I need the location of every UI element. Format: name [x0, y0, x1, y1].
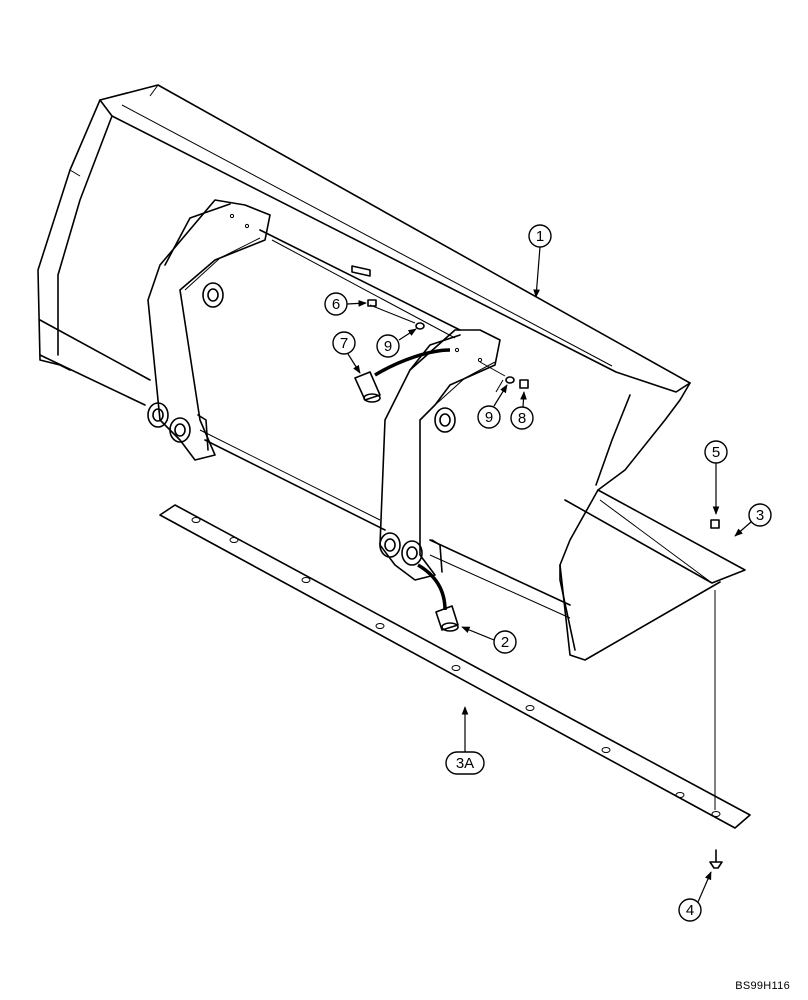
- svg-text:3A: 3A: [456, 755, 474, 772]
- svg-text:5: 5: [712, 444, 720, 461]
- callout-3: 3: [734, 503, 772, 537]
- svg-text:4: 4: [686, 902, 694, 919]
- callout-7: 7: [332, 331, 361, 374]
- bushing-part-7: [354, 348, 451, 403]
- left-hinge-bracket: [147, 199, 271, 461]
- nut-part-8: [519, 379, 529, 389]
- callout-3a: 3A: [445, 706, 485, 775]
- callout-1: 1: [528, 224, 552, 298]
- svg-text:7: 7: [340, 335, 348, 352]
- washer-part-9-upper: [415, 322, 425, 330]
- svg-text:6: 6: [332, 296, 340, 313]
- callout-9-lower: 9: [477, 384, 508, 429]
- right-hinge-bracket: [379, 329, 501, 581]
- bucket-assembly: [37, 84, 746, 661]
- callout-4: 4: [678, 871, 712, 922]
- bolt-part-6: [367, 299, 377, 307]
- center-hinge-area: [259, 229, 461, 339]
- svg-text:3: 3: [756, 507, 764, 524]
- callout-9-upper: 9: [376, 328, 417, 358]
- callout-8: 8: [510, 391, 534, 430]
- strip-holes: [191, 517, 721, 817]
- callout-6: 6: [324, 292, 367, 316]
- svg-text:8: 8: [518, 410, 526, 427]
- svg-text:2: 2: [501, 634, 509, 651]
- callout-5: 5: [704, 440, 728, 515]
- drawing-code: BS99H116: [735, 980, 790, 992]
- washer-part-9-lower: [505, 376, 515, 384]
- bolt-part-4: [709, 849, 723, 869]
- svg-text:9: 9: [485, 409, 493, 426]
- bushing-part-2: [417, 563, 459, 632]
- svg-text:1: 1: [536, 228, 544, 245]
- callout-2: 2: [461, 626, 517, 654]
- svg-text:9: 9: [384, 338, 392, 355]
- nut-part-5: [710, 519, 720, 529]
- cutting-edge-strip: [159, 504, 751, 829]
